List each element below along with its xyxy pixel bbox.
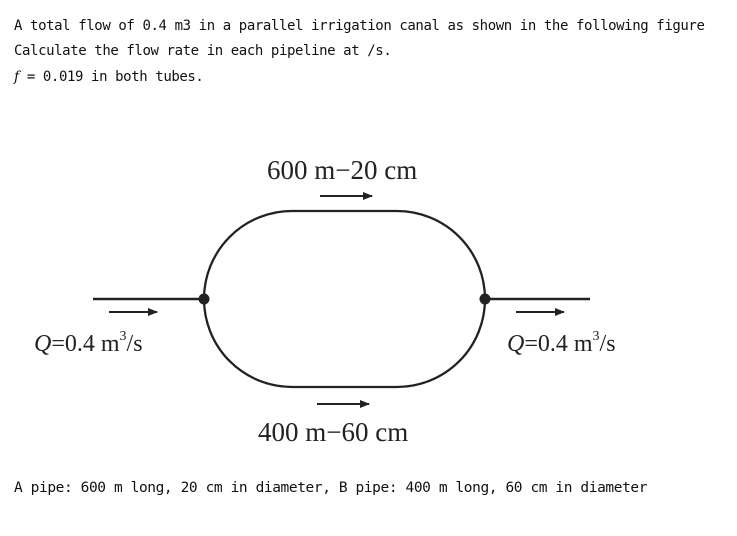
top-pipe-label: 600 m−20 cm [267, 155, 417, 185]
outflow-exponent: 3 [593, 329, 600, 344]
outflow-q-symbol: Q [507, 331, 524, 357]
right-junction [479, 293, 491, 305]
inflow-q-symbol: Q [34, 331, 51, 357]
question-line-3: f = 0.019 in both tubes. [14, 69, 204, 85]
outflow-label: Q=0.4 m3/s [507, 329, 616, 357]
inflow-value: =0.4 m [51, 331, 120, 357]
outflow-value: =0.4 m [524, 331, 593, 357]
outflow-unit: /s [600, 331, 616, 357]
pipe-description-caption: A pipe: 600 m long, 20 cm in diameter, B… [14, 480, 648, 496]
question-line-2: Calculate the flow rate in each pipeline… [14, 43, 392, 59]
inflow-label: Q=0.4 m3/s [34, 329, 143, 357]
question-line-1: A total flow of 0.4 m3 in a parallel irr… [14, 18, 705, 34]
friction-factor-symbol: f [14, 69, 19, 85]
inflow-unit: /s [127, 331, 143, 357]
bottom-pipe-label: 400 m−60 cm [258, 417, 408, 447]
friction-factor-value: = 0.019 in both tubes. [18, 69, 204, 85]
inflow-exponent: 3 [120, 329, 127, 344]
left-junction [198, 293, 210, 305]
pipe-loop [202, 209, 487, 389]
